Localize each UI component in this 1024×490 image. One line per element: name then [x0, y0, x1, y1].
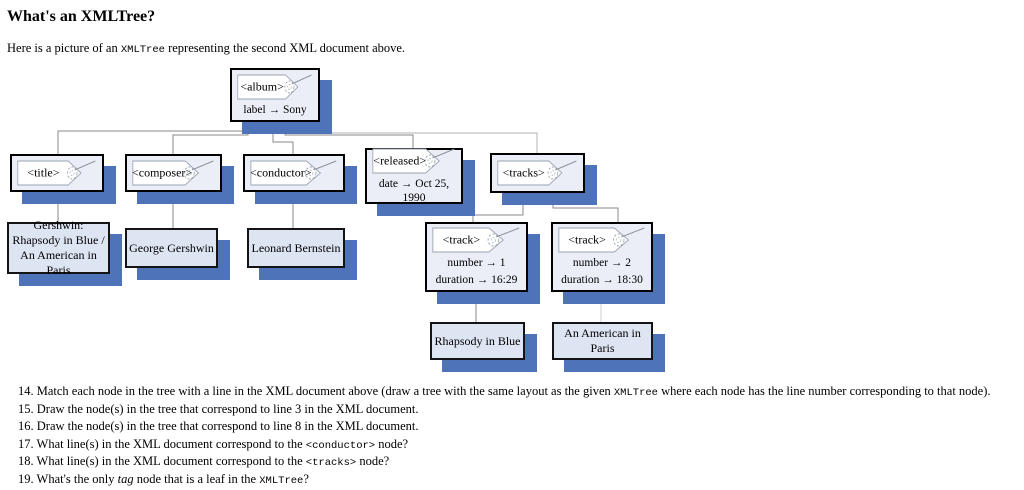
attribute-text: date → Oct 25, 1990: [378, 177, 450, 204]
question-19: 19. What's the only tag node that is a l…: [18, 472, 1018, 490]
attribute-text: number → 1: [447, 257, 506, 269]
question-text: What line(s) in the XML document corresp…: [36, 436, 306, 451]
question-text: What line(s) in the XML document corresp…: [36, 454, 306, 469]
text-line: Rhapsody in Blue /: [12, 233, 105, 247]
tree-node-released: <released> date → Oct 25, 1990: [365, 148, 463, 204]
intro-post: representing the second XML document abo…: [164, 41, 406, 55]
xmltree-diagram: <album> label → Sony <title> <composer>: [0, 62, 1024, 380]
attribute-text: number → 2: [572, 257, 632, 269]
tag-icon: <title>: [17, 160, 97, 186]
intro-code: XMLTree: [120, 44, 165, 56]
page-title: What's an XMLTree?: [7, 8, 156, 25]
text-line: An American in Paris: [20, 248, 97, 277]
tag-name: <composer>: [132, 165, 193, 180]
tag-icon: <conductor>: [250, 160, 338, 186]
intro-pre: Here is a picture of an: [7, 41, 121, 55]
tag-shape-icon: [132, 160, 214, 186]
tree-node-album: <album> label → Sony: [230, 68, 320, 122]
tree-node-conductor: <conductor>: [243, 154, 345, 192]
tree-node-composer: <composer>: [125, 154, 222, 192]
tag-shape-icon: [372, 148, 455, 173]
question-17: 17. What line(s) in the XML document cor…: [18, 437, 1018, 455]
question-text: node that is a leaf in the: [133, 471, 260, 486]
tree-node-title: <title>: [10, 154, 104, 192]
tree-node-track-1: <track> number → 1 duration → 16:29: [425, 222, 528, 292]
attribute-text: label → Sony: [243, 103, 307, 116]
tree-textnode-conductor: Leonard Bernstein: [247, 228, 345, 268]
question-text: node?: [375, 436, 409, 451]
question-number: 16.: [18, 419, 34, 434]
question-text: where each node has the line number corr…: [657, 384, 991, 398]
attribute-text: duration → 16:29: [435, 274, 518, 286]
question-number: 18.: [18, 454, 34, 469]
tree-textnode-track-2: An American in Paris: [552, 322, 653, 360]
tree-textnode-track-1: Rhapsody in Blue: [430, 322, 525, 360]
page: { "page": { "title": "What's an XMLTree?…: [0, 8, 1024, 487]
tree-connector-lines: [57, 122, 619, 322]
tree-node-tracks: <tracks>: [490, 153, 585, 193]
question-text: Draw the node(s) in the tree that corres…: [36, 401, 419, 416]
tag-shape-icon: [558, 227, 645, 253]
question-number: 15.: [18, 401, 34, 416]
question-number: 17.: [18, 436, 34, 451]
question-number: 14.: [18, 384, 34, 398]
tag-icon: <track>: [432, 227, 521, 253]
tree-textnode-album-title: Gershwin: Rhapsody in Blue / An American…: [7, 218, 110, 277]
question-14: 14. Match each node in the tree with a l…: [18, 384, 1018, 402]
question-text: What's the only: [36, 471, 118, 486]
intro-text: Here is a picture of an XMLTree represen…: [7, 41, 405, 56]
tree-textnode-composer: George Gershwin: [125, 228, 218, 268]
tag-name: <track>: [442, 232, 481, 247]
tag-name: <album>: [240, 79, 284, 93]
tag-shape-icon: [17, 160, 96, 186]
tag-shape-icon: [432, 227, 520, 253]
question-code: <conductor>: [305, 439, 376, 452]
text-line: An American in Paris: [564, 326, 641, 355]
tag-name: <tracks>: [502, 165, 545, 180]
tag-name: <title>: [27, 165, 60, 180]
question-number: 19.: [18, 471, 34, 486]
tag-icon: <composer>: [132, 160, 215, 186]
tag-icon: <track>: [558, 227, 646, 253]
question-text: node?: [356, 454, 390, 469]
attribute-text: duration → 18:30: [561, 274, 643, 286]
question-text: ?: [303, 471, 309, 486]
text-line: Rhapsody in Blue: [434, 333, 521, 348]
question-text: Draw the node(s) in the tree that corres…: [36, 419, 419, 434]
question-15: 15. Draw the node(s) in the tree that co…: [18, 402, 1018, 420]
text-line: George Gershwin: [129, 240, 214, 255]
tag-icon: <tracks>: [497, 160, 578, 186]
tag-shape-icon: [250, 160, 337, 186]
text-line: Gershwin:: [33, 218, 84, 232]
tree-node-track-2: <track> number → 2 duration → 18:30: [551, 222, 653, 292]
tag-name: <track>: [568, 232, 606, 247]
tag-name: <conductor>: [250, 165, 312, 180]
tag-name: <released>: [373, 153, 427, 167]
questions-list: 14. Match each node in the tree with a l…: [18, 384, 1018, 490]
question-code: <tracks>: [305, 457, 357, 470]
question-italic: tag: [117, 471, 134, 486]
question-text: Match each node in the tree with a line …: [36, 384, 614, 398]
question-18: 18. What line(s) in the XML document cor…: [18, 454, 1018, 472]
question-16: 16. Draw the node(s) in the tree that co…: [18, 419, 1018, 437]
tag-icon: <album>: [237, 74, 313, 100]
tag-shape-icon: [237, 74, 312, 99]
text-line: Leonard Bernstein: [251, 240, 341, 255]
question-code: XMLTree: [613, 387, 658, 399]
tag-icon: <released>: [372, 148, 456, 174]
tag-shape-icon: [497, 160, 577, 186]
